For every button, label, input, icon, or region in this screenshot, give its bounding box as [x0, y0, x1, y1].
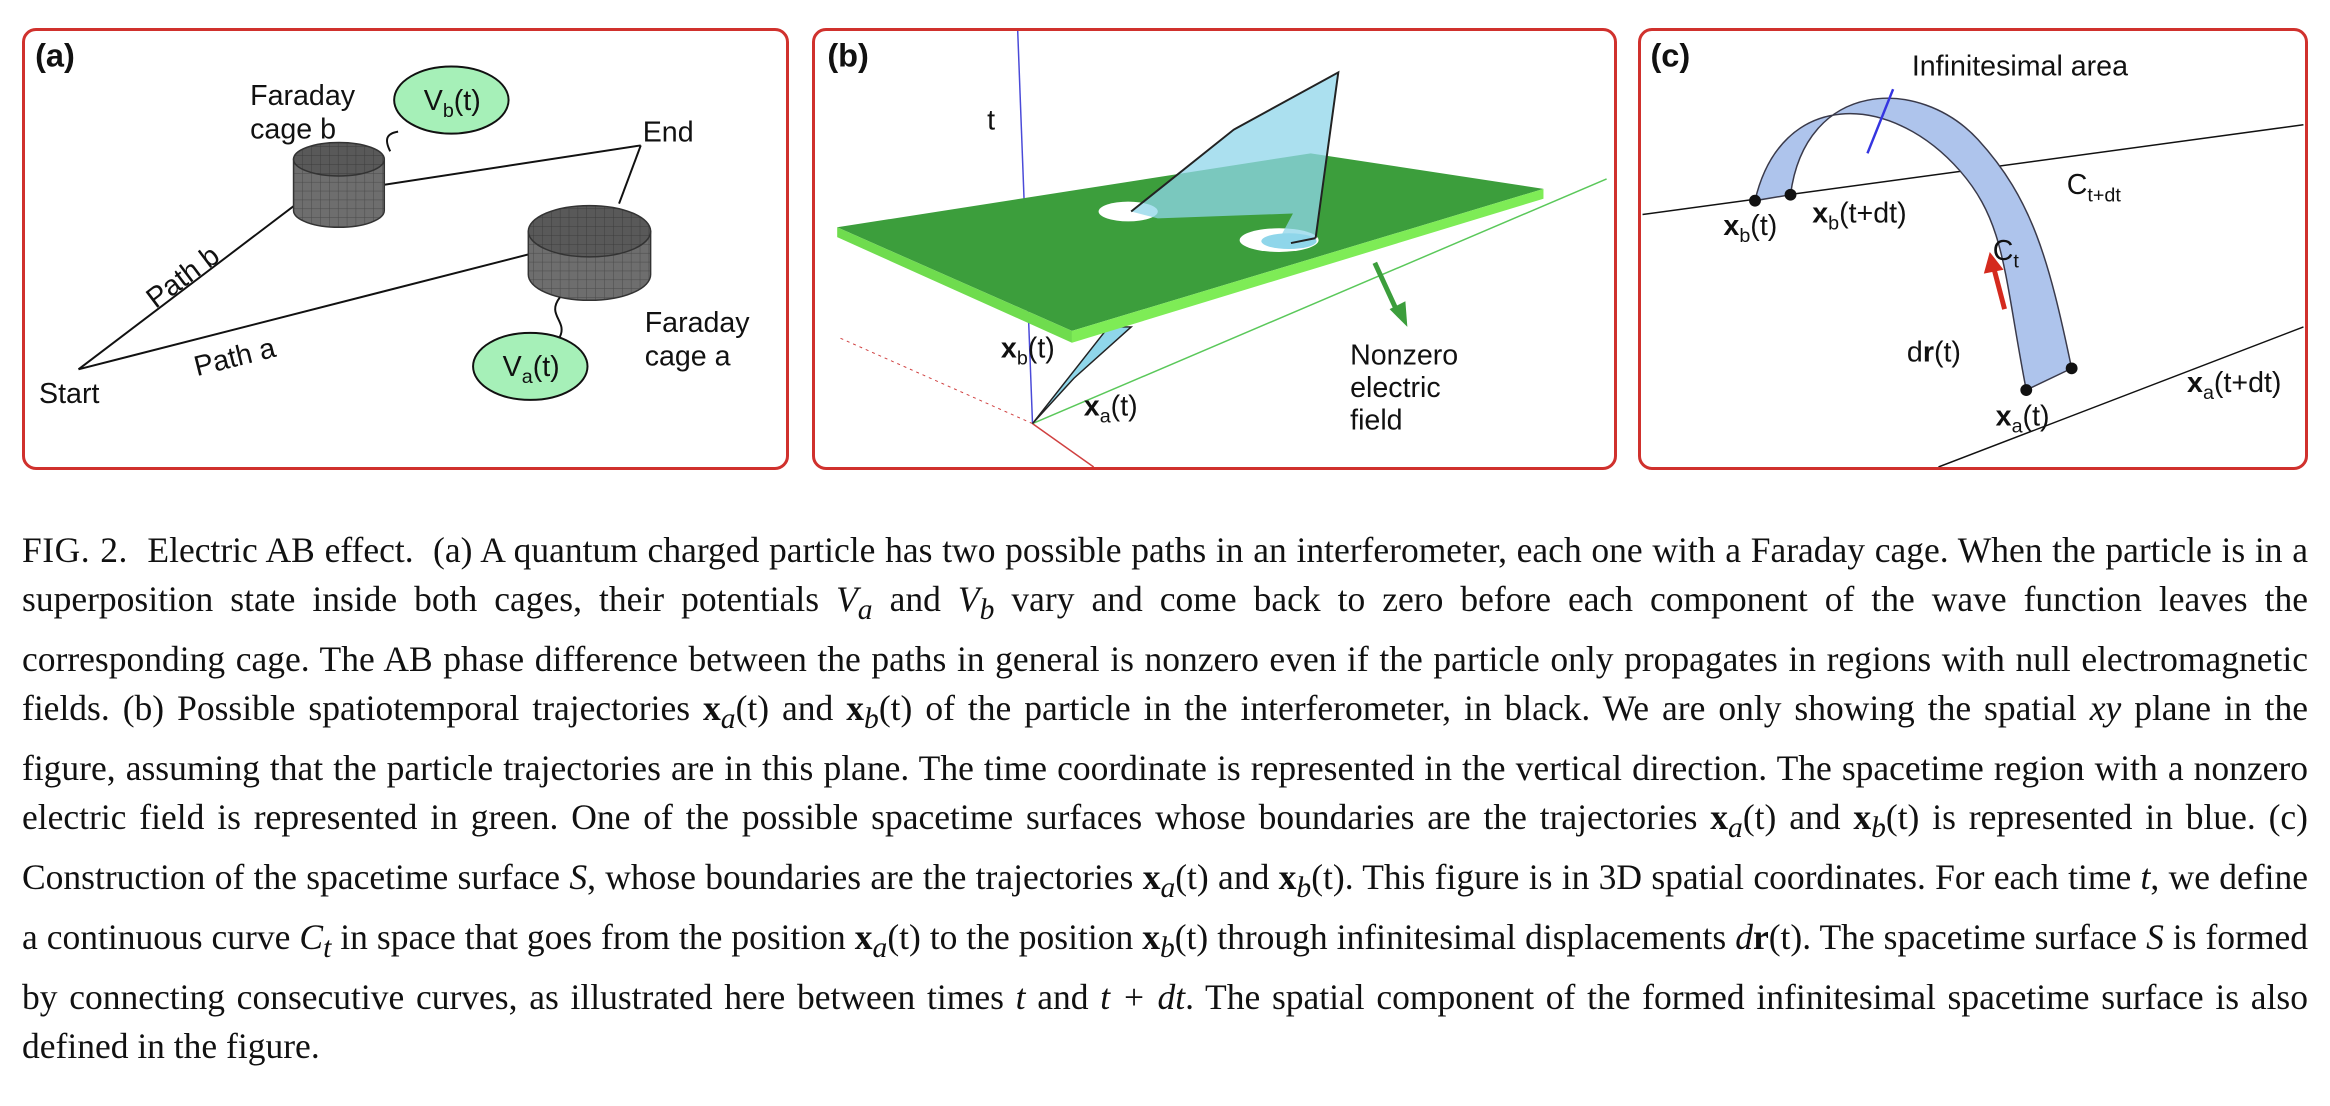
dr-arrow — [1983, 251, 2007, 310]
xa-label: xa(t) — [1996, 401, 2050, 438]
infinitesimal-area-label: Infinitesimal area — [1912, 50, 2128, 82]
c-t-label: Ct — [1993, 235, 2020, 273]
cage-a-label-line1: Faraday — [645, 307, 751, 339]
end-label: End — [643, 116, 694, 148]
field-label-line2: electric — [1350, 372, 1441, 404]
panel-label: (c) — [1650, 38, 1690, 74]
surface-upper — [1131, 72, 1339, 246]
path-b-line — [77, 197, 305, 371]
xb-label: xb(t) — [1001, 333, 1055, 370]
path-b-label: Path b — [140, 239, 225, 314]
xa-dt-label: xa(t+dt) — [2187, 367, 2281, 404]
panel-b-diagram: (b) t Nonzero electric — [827, 31, 1607, 467]
xa-point — [2020, 384, 2033, 396]
surface-lower — [1031, 326, 1134, 425]
field-label-line3: field — [1350, 405, 1402, 437]
electric-field-region — [837, 153, 1544, 343]
xb-label: xb(t) — [1723, 210, 1777, 247]
infinitesimal-surface — [1754, 97, 2073, 392]
x-axis-dashed — [836, 336, 1033, 425]
figure-caption: FIG. 2. Electric AB effect. (a) A quantu… — [22, 530, 2309, 1067]
dr-label: dr(t) — [1907, 336, 1961, 368]
t-axis-label: t — [987, 105, 995, 137]
path-a-label: Path a — [191, 332, 279, 383]
field-label-line1: Nonzero — [1350, 339, 1458, 371]
y-axis-line — [1032, 178, 1607, 425]
cage-b-label-line1: Faraday — [250, 80, 356, 112]
vb-connector — [386, 130, 399, 152]
xb-dt-label: xb(t+dt) — [1812, 197, 1906, 234]
panel-c: (c) Infinitesimal area xb(t) xb(t+dt) Ct… — [1638, 28, 2308, 470]
panel-b: (b) t Nonzero electric — [812, 28, 1617, 470]
panel-label: (a) — [35, 38, 75, 74]
svg-text:Vb(t): Vb(t) — [424, 85, 481, 122]
x-axis-line — [1032, 422, 1095, 467]
svg-text:Va(t): Va(t) — [503, 351, 560, 388]
end-line-a — [618, 145, 642, 204]
area-pointer — [1866, 88, 1895, 154]
xb-point — [1749, 194, 1761, 207]
faraday-cage-b — [292, 141, 386, 229]
c-t-dt-label: Ct+dt — [2067, 169, 2122, 207]
panel-a: (a) Vb(t) — [22, 28, 789, 470]
start-label: Start — [39, 378, 99, 410]
caption-title: Electric AB effect. — [147, 530, 414, 570]
xa-dt-point — [2065, 362, 2078, 375]
panel-a-diagram: (a) Vb(t) — [35, 38, 751, 410]
va-connector — [554, 296, 563, 338]
faraday-cage-a — [527, 204, 652, 302]
panel-label: (b) — [827, 38, 869, 74]
xa-label: xa(t) — [1084, 391, 1138, 428]
cage-a-label-line2: cage a — [645, 340, 731, 372]
va-bubble: Va(t) — [472, 331, 589, 401]
vb-bubble: Vb(t) — [393, 65, 510, 135]
figure-label: FIG. 2. — [22, 530, 128, 570]
panel-c-diagram: (c) Infinitesimal area xb(t) xb(t+dt) Ct… — [1642, 38, 2304, 467]
cage-b-label-line2: cage b — [250, 114, 336, 146]
field-arrow — [1372, 261, 1408, 327]
trajectory-a — [1938, 326, 2304, 467]
xb-dt-point — [1784, 188, 1797, 201]
